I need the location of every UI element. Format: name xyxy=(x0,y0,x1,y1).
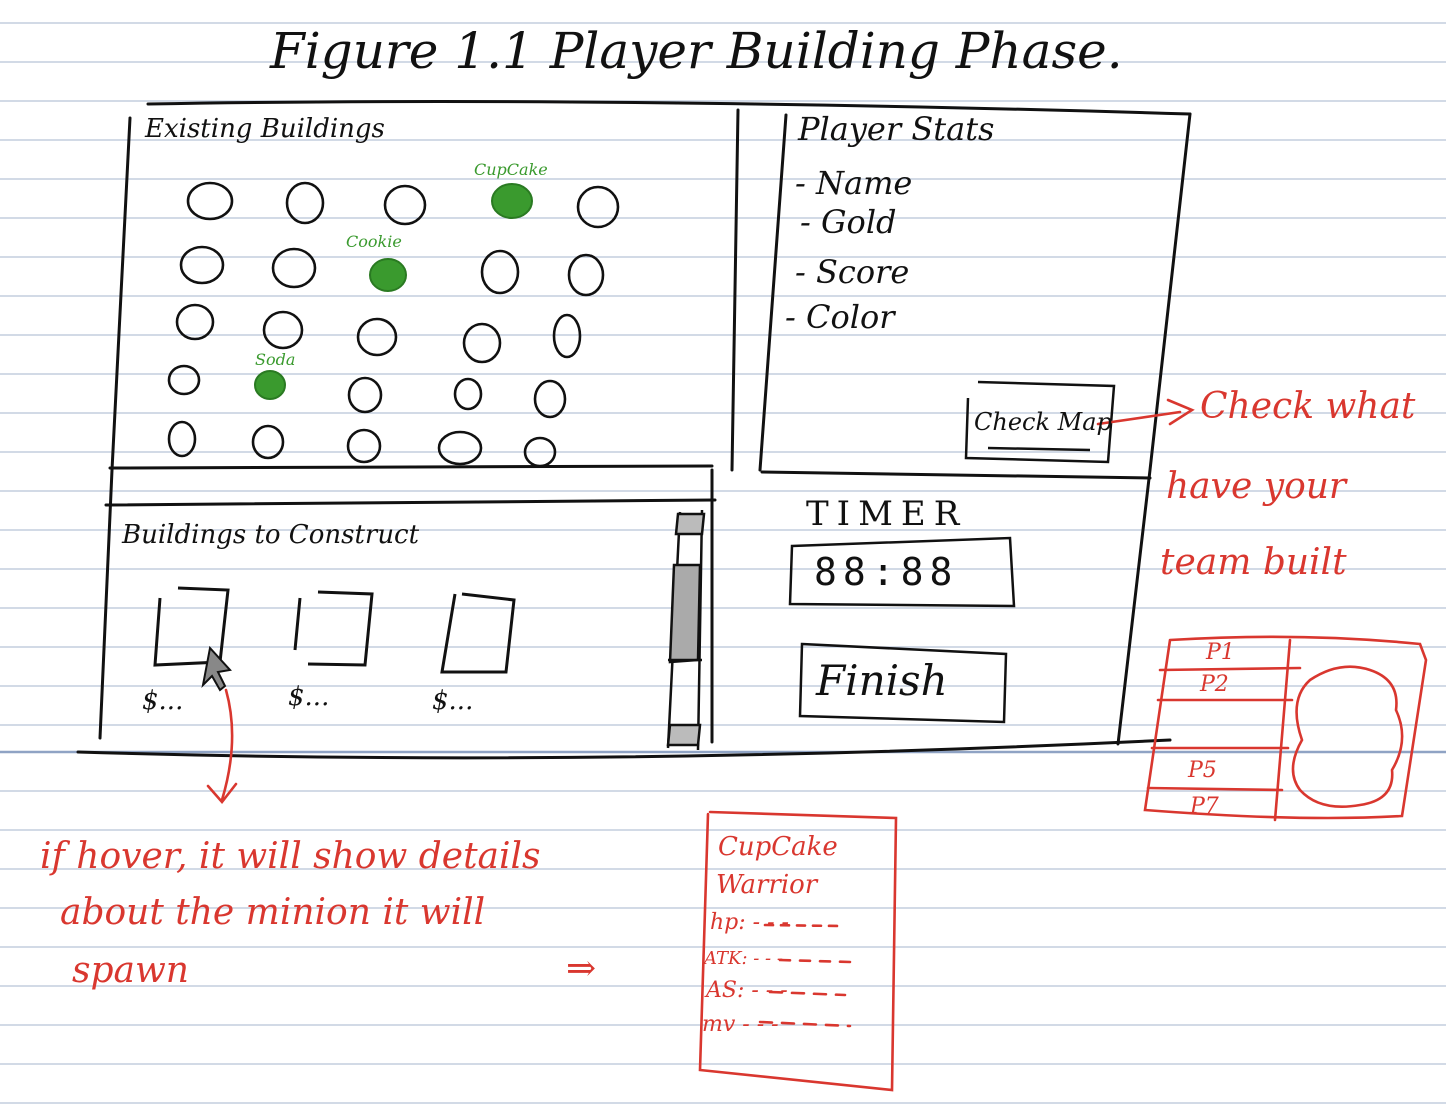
finish-button-frame[interactable] xyxy=(798,642,1008,724)
building-slot xyxy=(285,181,325,225)
page-title: Figure 1.1 Player Building Phase. xyxy=(270,22,1123,80)
check-map-arrow xyxy=(1096,398,1195,426)
building-slot xyxy=(186,181,234,221)
notebook-lines xyxy=(0,22,1446,1104)
construct-heading: Buildings to Construct xyxy=(122,520,420,550)
building-slot xyxy=(523,436,557,468)
cupcake-building xyxy=(491,183,533,219)
scrollbar[interactable] xyxy=(666,509,706,751)
building-slot xyxy=(453,377,483,411)
building-slot xyxy=(262,310,304,350)
player-stats-heading: Player Stats xyxy=(798,110,995,148)
map-player-label: P7 xyxy=(1190,794,1219,819)
building-slot xyxy=(383,184,427,226)
check-map-button-frame[interactable] xyxy=(964,380,1116,464)
map-cloud xyxy=(1291,665,1404,808)
detail-card-line: Warrior xyxy=(716,870,818,900)
building-slot xyxy=(576,185,620,229)
existing-buildings-heading: Existing Buildings xyxy=(145,114,385,144)
building-slot xyxy=(437,430,483,466)
construct-card xyxy=(440,592,516,674)
building-price: $... xyxy=(142,686,184,716)
construct-card xyxy=(153,586,230,667)
main-frame xyxy=(76,100,1192,760)
timer-box xyxy=(788,536,1016,608)
building-slot xyxy=(179,245,225,285)
timer-label: TIMER xyxy=(806,494,968,534)
built-buildings xyxy=(254,183,533,400)
hover-note-line: about the minion it will xyxy=(60,892,486,933)
building-price: $... xyxy=(432,686,474,716)
hover-note-line: if hover, it will show details xyxy=(40,836,541,877)
construct-card xyxy=(293,590,374,667)
building-slot xyxy=(480,249,520,295)
check-map-button[interactable]: Check Map xyxy=(974,408,1112,436)
building-price: $... xyxy=(288,682,330,712)
team-map-frame xyxy=(1143,635,1428,820)
cursor-icon xyxy=(201,645,232,692)
detail-card-line: ATK: - - - xyxy=(704,948,783,969)
map-player-label: P2 xyxy=(1200,672,1229,697)
building-slot xyxy=(567,253,605,297)
building-slot xyxy=(552,313,582,359)
timer-digits: 88:88 xyxy=(814,550,959,594)
check-map-note-line: team built xyxy=(1160,542,1347,583)
stat-gold: - Gold xyxy=(800,203,897,241)
map-player-label: P1 xyxy=(1206,640,1235,665)
stat-name: - Name xyxy=(795,164,913,202)
detail-card-line: mv - - - xyxy=(702,1012,779,1037)
detail-card-line: hp: - - - xyxy=(710,910,789,935)
hover-arrow xyxy=(206,688,238,805)
map-player-label: P5 xyxy=(1188,758,1217,783)
cookie-label: Cookie xyxy=(346,232,402,251)
building-grid xyxy=(167,181,620,468)
building-slot xyxy=(167,364,201,396)
building-slot xyxy=(347,376,383,414)
building-slot xyxy=(167,420,197,458)
soda-label: Soda xyxy=(255,350,296,369)
hover-note-line: spawn xyxy=(72,950,189,991)
check-map-note-line: have your xyxy=(1166,466,1347,507)
cookie-building xyxy=(369,258,407,292)
detail-card-line: AS: - - - xyxy=(706,978,788,1003)
cupcake-label: CupCake xyxy=(474,160,548,179)
implies-arrow: ⇒ xyxy=(566,948,597,989)
building-slot xyxy=(356,317,398,357)
stat-color: - Color xyxy=(785,298,895,336)
check-map-note-line: Check what xyxy=(1200,386,1416,427)
building-slot xyxy=(533,379,567,419)
building-slot xyxy=(251,424,285,460)
scrollbar-thumb xyxy=(668,563,702,664)
finish-button[interactable]: Finish xyxy=(816,656,948,705)
annotations xyxy=(206,398,1428,1092)
building-slot xyxy=(271,247,317,289)
detail-card-line: CupCake xyxy=(718,832,838,862)
building-slot xyxy=(346,428,382,464)
building-slot xyxy=(462,322,502,364)
stat-score: - Score xyxy=(795,253,910,291)
soda-building xyxy=(254,370,286,400)
building-slot xyxy=(175,303,215,341)
detail-card-frame xyxy=(698,810,898,1092)
